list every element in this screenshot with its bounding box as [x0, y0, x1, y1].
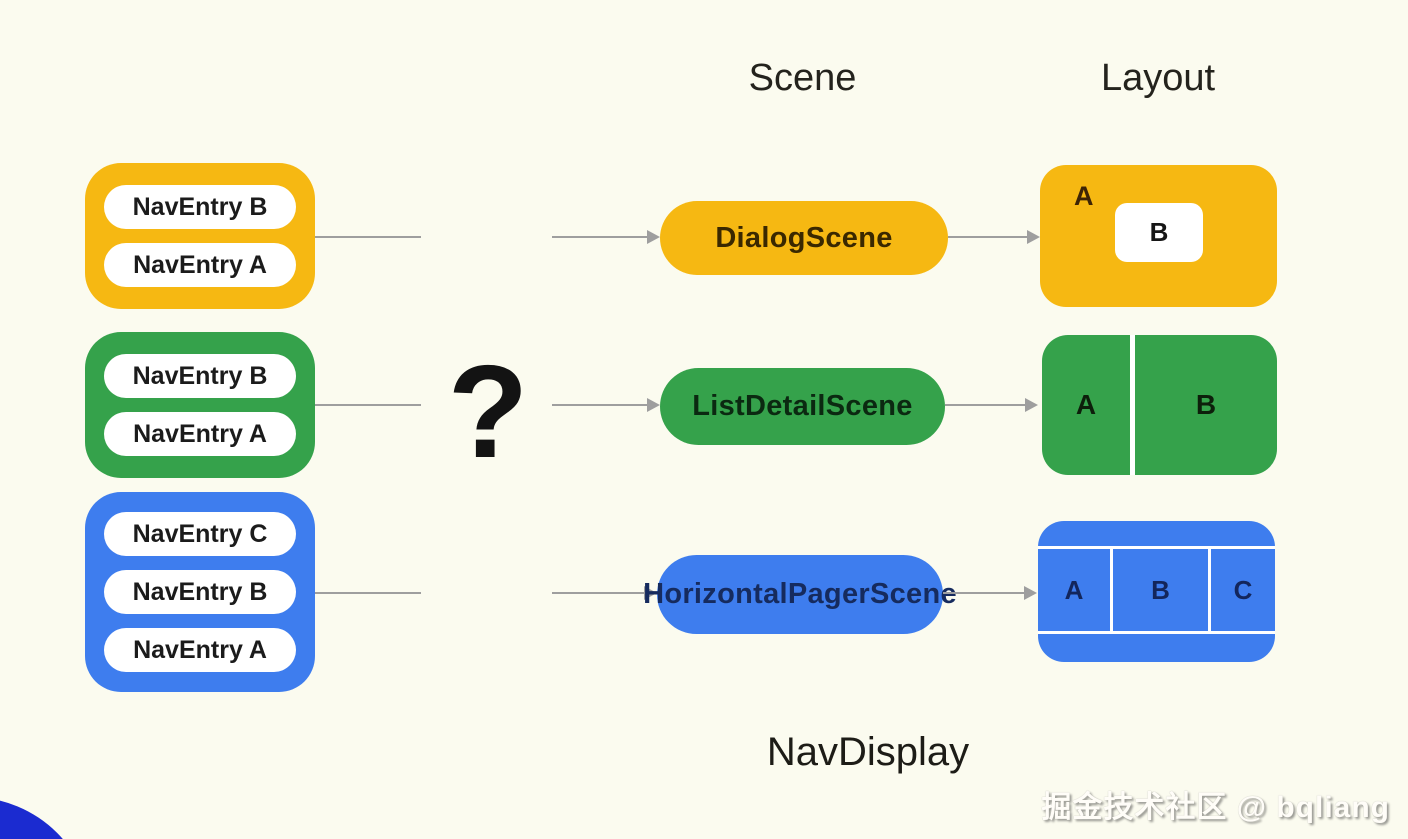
arrow-to-layout	[948, 230, 1040, 244]
layout-preview-pager: A B C	[1038, 521, 1275, 662]
pager-page-a: A	[1064, 574, 1084, 605]
layout-column-header: Layout	[1100, 57, 1216, 99]
layout-preview-dialog: A B	[1040, 165, 1277, 307]
backstack-dialog: NavEntry B NavEntry A	[85, 163, 315, 309]
detail-pane-b: B	[1135, 335, 1277, 475]
corner-decoration-circle	[0, 797, 93, 839]
nav-entry-pill: NavEntry A	[104, 243, 296, 287]
nav-entry-pill: NavEntry B	[104, 185, 296, 229]
pager-page-c: C	[1233, 574, 1253, 605]
arrow-to-scene	[552, 586, 657, 600]
backstack-listdetail: NavEntry B NavEntry A	[85, 332, 315, 478]
nav-entry-pill: NavEntry C	[104, 512, 296, 556]
diagram-title: NavDisplay	[766, 730, 970, 774]
layout-preview-listdetail: A B	[1042, 335, 1277, 475]
scene-pill-pager: HorizontalPagerScene	[643, 555, 957, 634]
nav-entry-pill: NavEntry B	[104, 570, 296, 614]
arrow-to-layout	[943, 586, 1037, 600]
connector-line	[315, 404, 421, 406]
arrow-to-layout	[945, 398, 1038, 412]
arrow-to-scene	[552, 230, 660, 244]
list-pane-a: A	[1042, 335, 1130, 475]
nav-entry-pill: NavEntry A	[104, 412, 296, 456]
watermark: 掘金技术社区 @ bqliang	[1041, 791, 1390, 824]
scene-pill-listdetail: ListDetailScene	[660, 368, 945, 445]
pane-label-a: A	[1074, 181, 1094, 211]
connector-line	[315, 236, 421, 238]
question-mark: ?	[447, 338, 529, 485]
connector-line	[315, 592, 421, 594]
scene-pill-dialog: DialogScene	[660, 201, 948, 275]
pager-page-b: B	[1110, 549, 1211, 631]
arrow-to-scene	[552, 398, 660, 412]
nav-entry-pill: NavEntry A	[104, 628, 296, 672]
backstack-pager: NavEntry C NavEntry B NavEntry A	[85, 492, 315, 692]
dialog-pane-b: B	[1115, 203, 1203, 262]
scene-column-header: Scene	[748, 57, 857, 99]
nav-entry-pill: NavEntry B	[104, 354, 296, 398]
pager-strip: A B C	[1038, 546, 1275, 634]
